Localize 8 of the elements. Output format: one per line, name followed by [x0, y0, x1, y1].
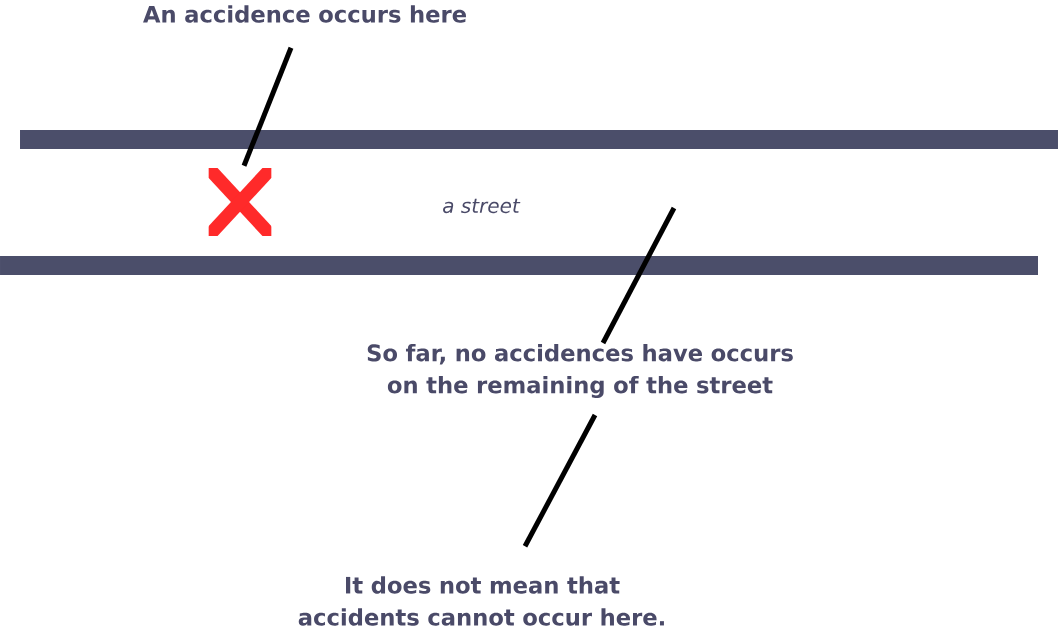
leader-line	[522, 413, 598, 548]
street-label: a street	[443, 198, 521, 214]
leader-line	[600, 206, 677, 345]
callout-text: An accidence occurs here	[143, 5, 466, 23]
cross-mark	[208, 168, 272, 236]
leader-line	[241, 46, 294, 167]
callout-text: It does not mean that accidents cannot occur here.	[298, 576, 664, 626]
callout-text: So far, no accidences have occurs on the remaining of the street	[367, 343, 793, 399]
